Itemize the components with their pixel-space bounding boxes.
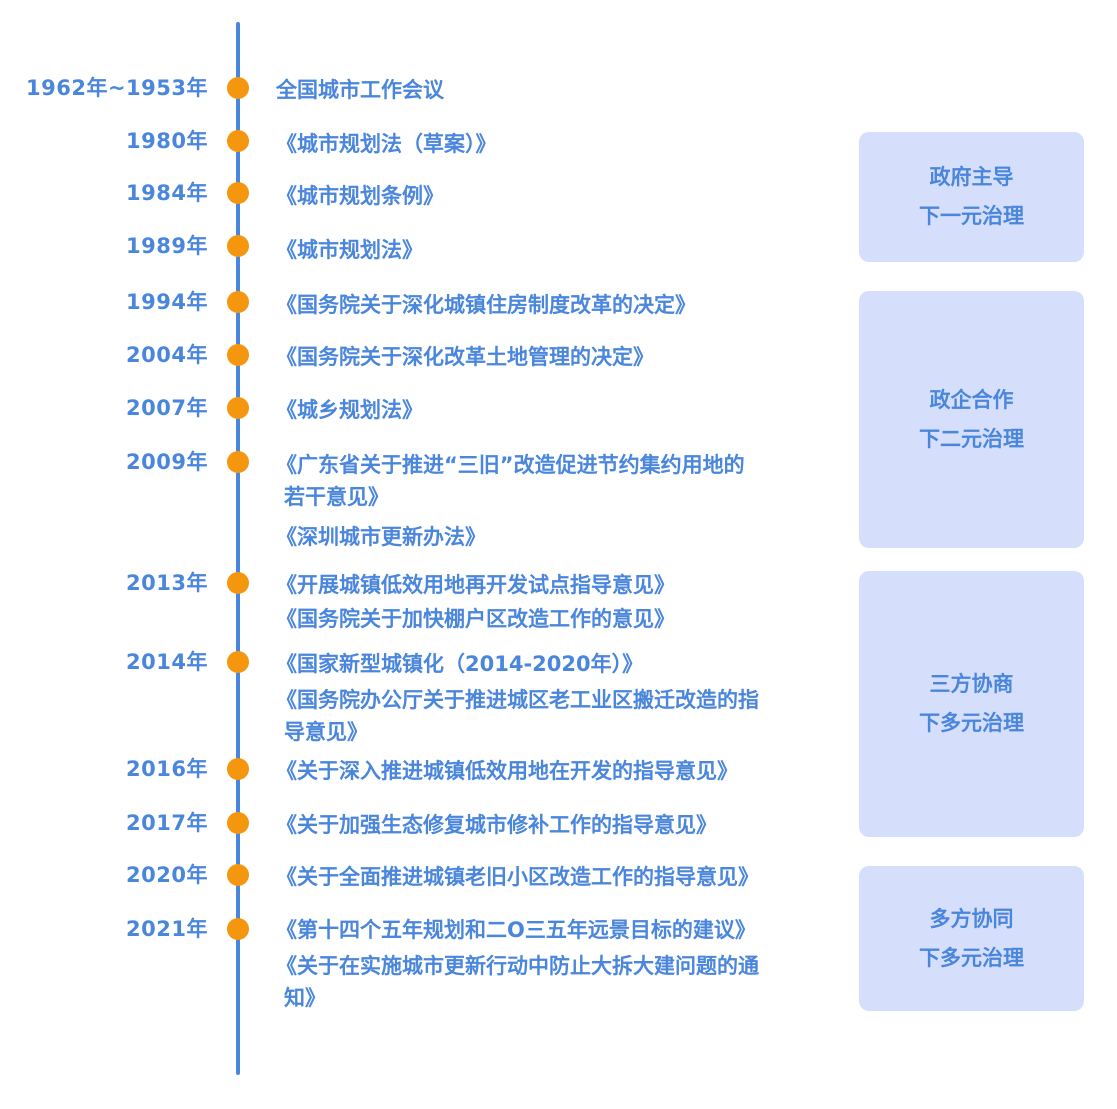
stage-band: 政府主导下一元治理 — [859, 132, 1084, 262]
stage-band: 多方协同下多元治理 — [859, 866, 1084, 1011]
timeline-event: 《关于加强生态修复城市修补工作的指导意见》 — [276, 813, 717, 837]
timeline-dot — [227, 918, 249, 940]
timeline-year: 1984年 — [126, 181, 208, 205]
timeline-dot — [227, 291, 249, 313]
timeline-event: 《国务院办公厅关于推进城区老工业区搬迁改造的指导意见》 — [276, 684, 836, 748]
timeline-dot — [227, 235, 249, 257]
timeline-event: 《第十四个五年规划和二O三五年远景目标的建议》 — [276, 918, 756, 942]
timeline-year: 1980年 — [126, 129, 208, 153]
timeline-event: 《关于深入推进城镇低效用地在开发的指导意见》 — [276, 759, 738, 783]
timeline-dot — [227, 864, 249, 886]
event-line: 导意见》 — [284, 720, 368, 744]
stage-label: 下多元治理 — [919, 711, 1024, 735]
timeline-year: 2009年 — [126, 450, 208, 474]
timeline-event: 《城市规划法（草案）》 — [276, 132, 497, 156]
timeline-event: 《深圳城市更新办法》 — [276, 525, 486, 549]
timeline-event: 《关于全面推进城镇老旧小区改造工作的指导意见》 — [276, 865, 759, 889]
stage-label: 三方协商 — [929, 672, 1014, 696]
stage-label: 政府主导 — [929, 165, 1014, 189]
timeline-year: 1994年 — [126, 290, 208, 314]
stage-band: 政企合作下二元治理 — [859, 291, 1084, 548]
stage-label: 下二元治理 — [919, 426, 1024, 451]
timeline-dot — [227, 182, 249, 204]
timeline-dot — [227, 812, 249, 834]
timeline-year: 1989年 — [126, 234, 208, 258]
timeline-dot — [227, 651, 249, 673]
event-line: 《关于在实施城市更新行动中防止大拆大建问题的通 — [276, 954, 759, 978]
timeline-dot — [227, 758, 249, 780]
timeline-year: 2020年 — [126, 863, 208, 887]
timeline-event: 《关于在实施城市更新行动中防止大拆大建问题的通知》 — [276, 950, 836, 1014]
stage-label: 政企合作 — [929, 387, 1014, 412]
timeline-event: 《广东省关于推进“三旧”改造促进节约集约用地的若干意见》 — [276, 449, 836, 513]
timeline-event: 全国城市工作会议 — [276, 78, 444, 102]
timeline-dot — [227, 572, 249, 594]
timeline-year: 2013年 — [126, 571, 208, 595]
timeline-event: 《开展城镇低效用地再开发试点指导意见》 — [276, 573, 675, 597]
timeline-dot — [227, 397, 249, 419]
timeline-dot — [227, 77, 249, 99]
timeline-dot — [227, 130, 249, 152]
timeline-year: 2004年 — [126, 343, 208, 367]
timeline-year: 2016年 — [126, 757, 208, 781]
stage-band: 三方协商下多元治理 — [859, 571, 1084, 837]
timeline-year: 2017年 — [126, 811, 208, 835]
timeline-event: 《国务院关于深化城镇住房制度改革的决定》 — [276, 293, 696, 317]
event-line: 《国务院办公厅关于推进城区老工业区搬迁改造的指 — [276, 688, 759, 712]
timeline-event: 《国家新型城镇化（2014-2020年）》 — [276, 652, 644, 676]
timeline-event: 《城乡规划法》 — [276, 398, 423, 422]
timeline-dot — [227, 451, 249, 473]
event-line: 知》 — [284, 986, 326, 1010]
timeline-event: 《国务院关于加快棚户区改造工作的意见》 — [276, 607, 675, 631]
event-line: 《广东省关于推进“三旧”改造促进节约集约用地的 — [276, 453, 745, 477]
timeline-dot — [227, 344, 249, 366]
timeline-year: 2014年 — [126, 650, 208, 674]
timeline-event: 《城市规划条例》 — [276, 184, 444, 208]
timeline-event: 《国务院关于深化改革土地管理的决定》 — [276, 345, 654, 369]
timeline-year: 2021年 — [126, 917, 208, 941]
timeline-event: 《城市规划法》 — [276, 238, 423, 262]
stage-label: 多方协同 — [929, 906, 1014, 931]
timeline-year: 1962年~1953年 — [26, 76, 208, 100]
event-line: 若干意见》 — [284, 485, 389, 509]
timeline-year: 2007年 — [126, 396, 208, 420]
timeline-axis — [236, 22, 240, 1075]
stage-label: 下一元治理 — [919, 204, 1024, 228]
stage-label: 下多元治理 — [919, 945, 1024, 970]
